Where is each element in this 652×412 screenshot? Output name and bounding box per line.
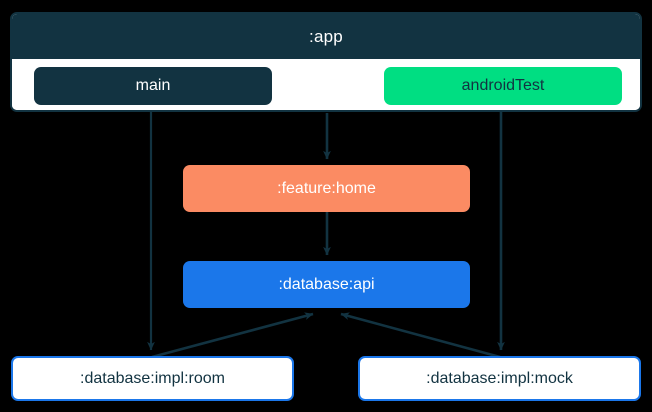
edge-room-to-api	[151, 312, 314, 359]
cluster-app-body: main androidTest	[12, 59, 640, 110]
cluster-app-title: :app	[12, 14, 640, 59]
node-feature-home[interactable]: :feature:home	[183, 165, 470, 212]
node-database-impl-mock[interactable]: :database:impl:mock	[358, 356, 641, 401]
cluster-app[interactable]: :app main androidTest	[10, 12, 642, 112]
node-main[interactable]: main	[34, 67, 272, 105]
node-database-api[interactable]: :database:api	[183, 261, 470, 308]
node-android-test[interactable]: androidTest	[384, 67, 622, 105]
node-database-impl-room[interactable]: :database:impl:room	[11, 356, 294, 401]
edge-mock-to-api	[340, 312, 501, 359]
